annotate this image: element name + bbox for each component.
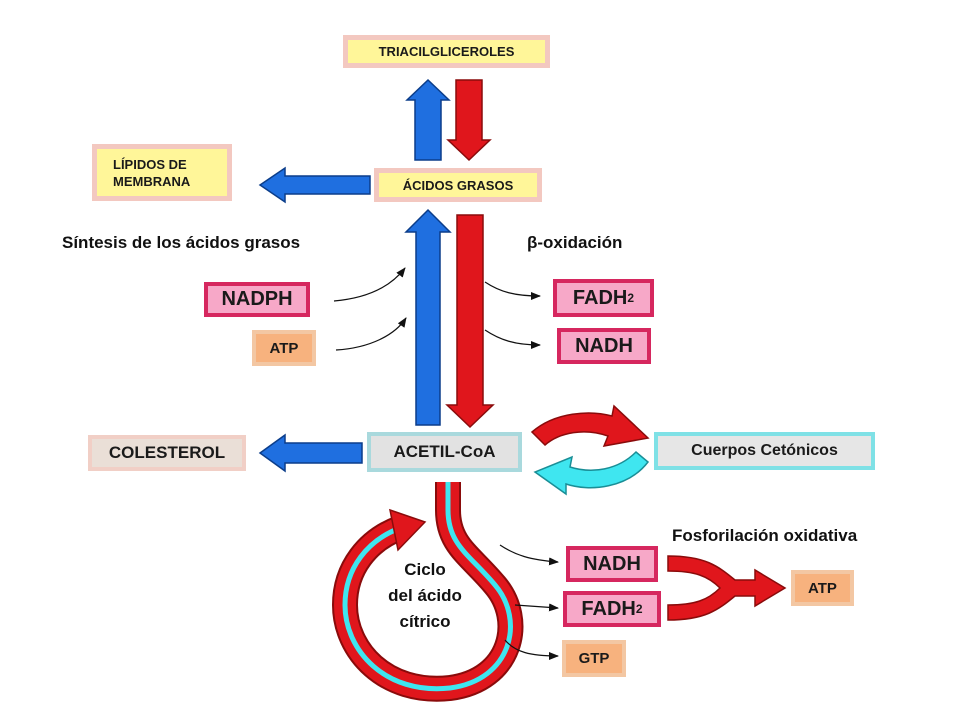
atp-right-label: ATP: [808, 579, 837, 597]
box-atp-left: ATP: [252, 330, 316, 366]
box-acetil-coa: ACETIL-CoA: [367, 432, 522, 472]
thin-arrow-nadh: [484, 329, 541, 349]
box-acidos-grasos: ÁCIDOS GRASOS: [374, 168, 542, 202]
ciclo-line1: Ciclo: [404, 560, 446, 579]
box-cuerpos-cetonicos: Cuerpos Cetónicos: [654, 432, 875, 470]
atp-left-label: ATP: [269, 339, 299, 357]
acidos-grasos-label: ÁCIDOS GRASOS: [402, 177, 514, 193]
arrow-left-blue-colesterol: [258, 433, 363, 473]
fadh2-bottom-subscript: 2: [635, 602, 643, 616]
nadh-top-label: NADH: [575, 334, 633, 357]
box-colesterol: COLESTEROL: [88, 435, 246, 471]
acetil-coa-label: ACETIL-CoA: [393, 442, 496, 461]
thin-arrow-atp: [335, 317, 407, 351]
arrow-red-merge-phosphorylation: [667, 555, 787, 621]
fadh2-top-label: FADH: [572, 286, 628, 309]
cuerpos-cetonicos-label: Cuerpos Cetónicos: [691, 442, 838, 459]
box-nadh-bottom: NADH: [566, 546, 658, 582]
ciclo-line2: del ácido: [388, 586, 462, 605]
box-triacilgliceroles: TRIACILGLICEROLES: [343, 35, 550, 68]
triacilgliceroles-label: TRIACILGLICEROLES: [378, 44, 515, 59]
colesterol-label: COLESTEROL: [108, 443, 226, 462]
arrow-down-red-oxidation: [445, 214, 495, 429]
arrow-red-to-cetonicos: [530, 404, 650, 447]
arrow-down-red-top: [446, 79, 492, 162]
box-atp-right: ATP: [791, 570, 854, 606]
box-gtp: GTP: [562, 640, 626, 677]
gtp-label: GTP: [578, 650, 610, 667]
fadh2-top-subscript: 2: [627, 291, 635, 305]
citric-cycle-loop: [331, 482, 524, 702]
box-nadph: NADPH: [204, 282, 310, 317]
lipidos-line1: LÍPIDOS DE: [113, 156, 187, 172]
box-lipidos-membrana: LÍPIDOS DE MEMBRANA: [92, 144, 232, 201]
lipidos-line2: MEMBRANA: [113, 173, 191, 189]
label-ciclo-acido-citrico: Ciclo del ácido cítrico: [370, 557, 480, 635]
nadh-bottom-label: NADH: [583, 552, 641, 575]
arrow-left-blue-lipidos: [258, 166, 371, 204]
thin-arrow-fadh2: [484, 281, 541, 300]
ciclo-line3: cítrico: [399, 612, 451, 631]
thin-arrow-nadph: [333, 267, 406, 302]
arrow-cyan-to-acetil: [533, 450, 650, 496]
thin-arrow-cycle-gtp: [504, 639, 559, 660]
arrow-up-blue-synthesis: [404, 208, 452, 426]
label-sintesis: Síntesis de los ácidos grasos: [62, 233, 301, 252]
thin-arrow-cycle-fadh2: [514, 603, 559, 612]
box-nadh-top: NADH: [557, 328, 651, 364]
fadh2-bottom-label: FADH: [581, 597, 636, 620]
nadph-label: NADPH: [221, 288, 293, 310]
arrow-up-blue-top: [405, 78, 451, 161]
thin-arrow-cycle-nadh: [499, 544, 559, 566]
label-beta-oxidacion: β-oxidación: [527, 233, 623, 252]
label-fosforilacion: Fosforilación oxidativa: [672, 526, 858, 545]
